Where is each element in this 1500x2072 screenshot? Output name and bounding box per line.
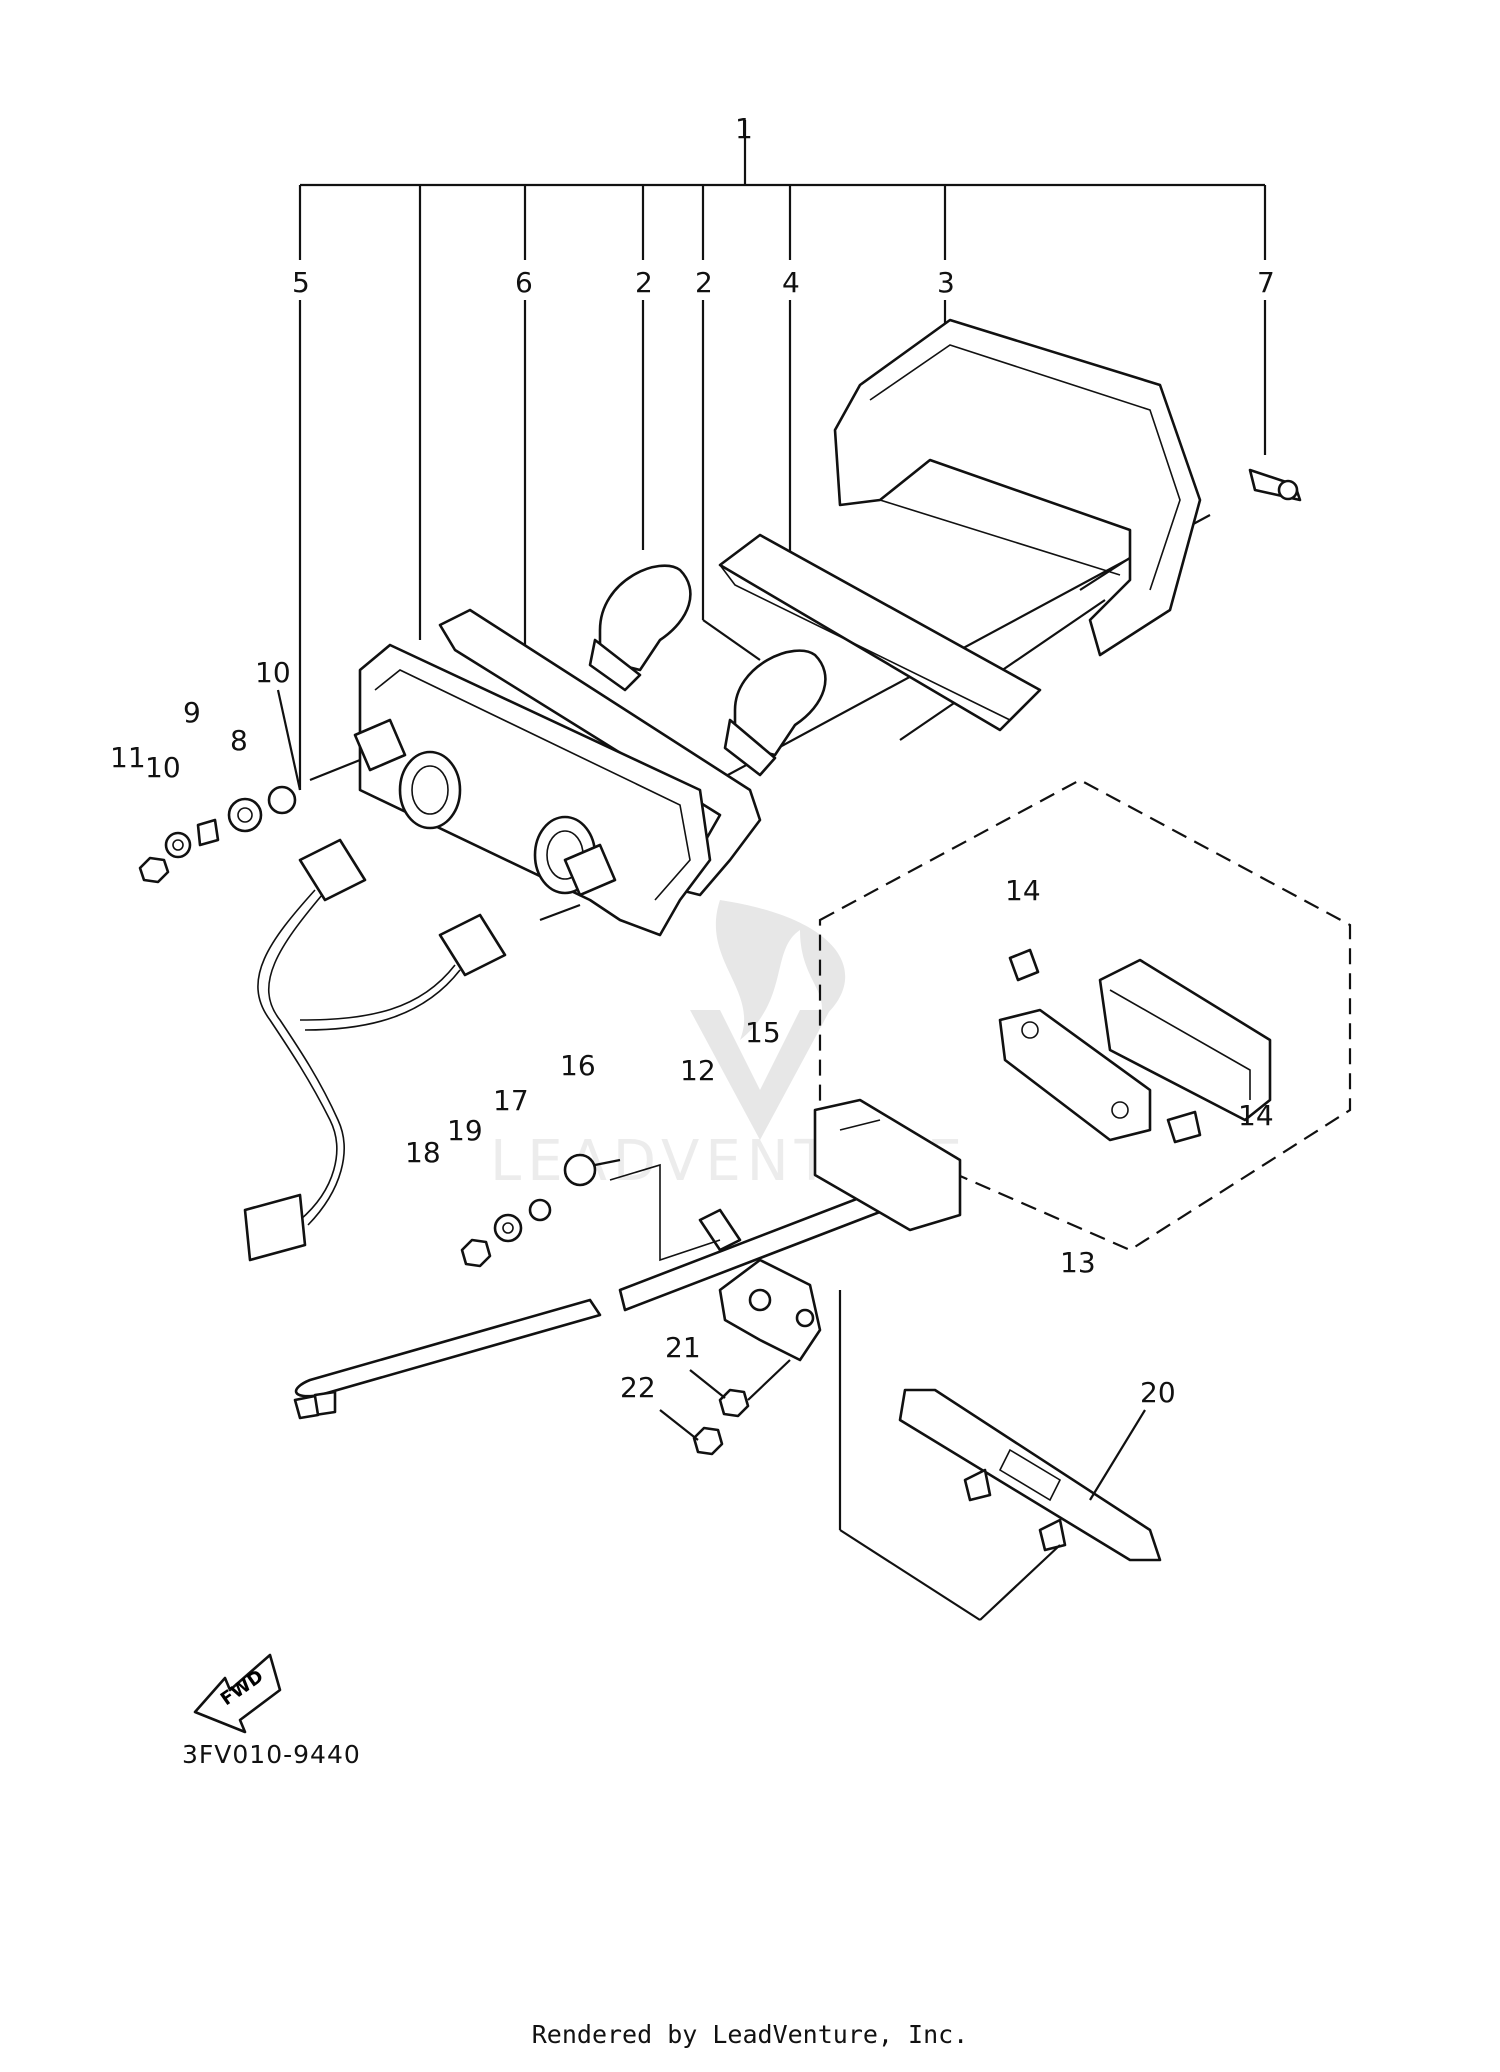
collar-part-17 (528, 1198, 552, 1222)
washer-part-10b (164, 831, 192, 859)
fwd-direction-arrow: FWD (193, 1653, 282, 1734)
wiring-harness (243, 838, 507, 1262)
nut-part-21 (718, 1388, 750, 1418)
lens-cover-part-3 (833, 318, 1202, 657)
washer-part-10a (267, 785, 297, 815)
assembly-bracket-1 (298, 120, 1267, 640)
base-plate-part-15 (813, 1098, 962, 1232)
taillight-housing-part-5 (309, 643, 712, 937)
callout-15: 15 (745, 1016, 781, 1049)
callout-16: 16 (560, 1049, 596, 1082)
callout-2a: 2 (635, 266, 653, 299)
callout-6: 6 (515, 266, 533, 299)
washer-part-19 (493, 1213, 523, 1243)
callout-20: 20 (1140, 1376, 1176, 1409)
screw-part-7 (1248, 468, 1302, 502)
callout-14b: 14 (1238, 1099, 1274, 1132)
plate-part-20 (838, 1290, 1162, 1621)
callout-10b: 10 (145, 751, 181, 784)
harness-connector (243, 1193, 307, 1262)
bulb-part-14b (1166, 1110, 1202, 1144)
callout-3: 3 (937, 266, 955, 299)
callout-2b: 2 (695, 266, 713, 299)
catalog-number: 3FV010-9440 (182, 1740, 361, 1769)
render-credit: Rendered by LeadVenture, Inc. (531, 2020, 969, 2049)
bracket-part-12 (293, 1163, 887, 1420)
callout-7: 7 (1257, 266, 1275, 299)
callout-8: 8 (230, 724, 248, 757)
callout-11: 11 (110, 741, 146, 774)
callout-19: 19 (447, 1114, 483, 1147)
reflector-part-4 (718, 533, 1042, 732)
nut-part-11 (138, 856, 170, 884)
hardware-stack (138, 785, 297, 884)
callout-1: 1 (735, 112, 753, 145)
bulb-part-2b (723, 649, 827, 777)
callout-4: 4 (782, 266, 800, 299)
license-light-part-13 (718, 778, 1352, 1362)
callout-13: 13 (1060, 1246, 1096, 1279)
bulb-part-2a (588, 564, 692, 692)
callout-22: 22 (620, 1371, 656, 1404)
nut-part-18 (460, 1238, 492, 1268)
callout-18: 18 (405, 1136, 441, 1169)
nuts-21-22 (659, 1359, 791, 1456)
grommet-part-8 (227, 797, 263, 833)
callout-5: 5 (292, 266, 310, 299)
callout-14a: 14 (1005, 874, 1041, 907)
callout-10a: 10 (255, 656, 291, 689)
callout-labels: 1 5 6 2 2 4 3 7 10 9 8 11 10 14 15 16 12… (110, 112, 1275, 1409)
hardware-16-19 (460, 1153, 621, 1268)
collar-part-9 (196, 818, 220, 847)
mount-bracket (718, 1258, 822, 1362)
callout-9: 9 (183, 696, 201, 729)
callout-17: 17 (493, 1084, 529, 1117)
nut-part-16 (563, 1153, 597, 1187)
callout-21: 21 (665, 1331, 701, 1364)
callout-12: 12 (680, 1054, 716, 1087)
nut-part-22 (692, 1426, 724, 1456)
bulb-part-14a (1008, 948, 1040, 982)
